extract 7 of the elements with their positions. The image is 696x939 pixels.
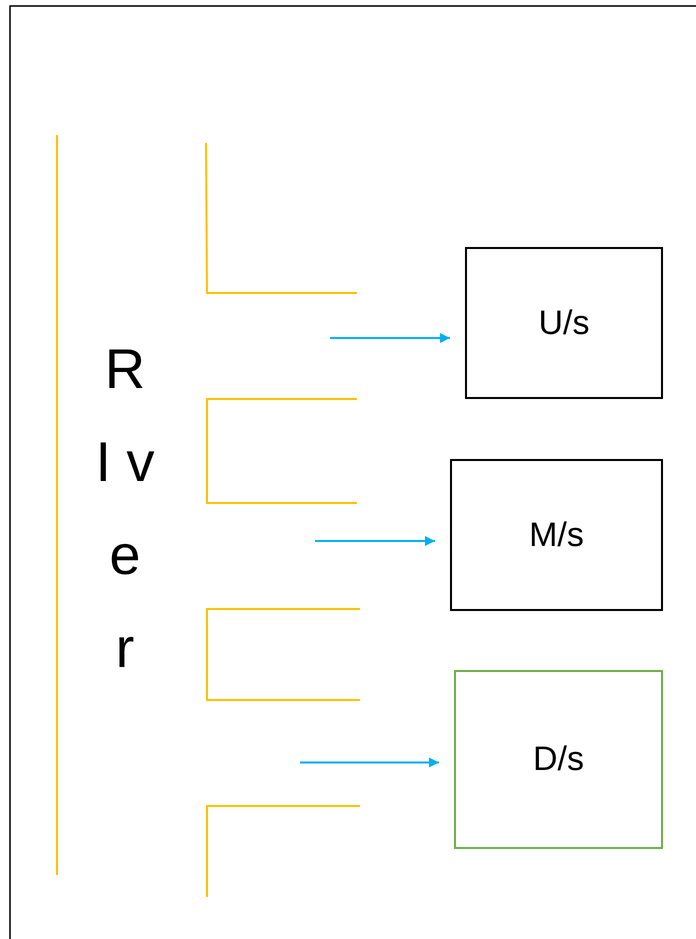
arrow <box>315 536 435 546</box>
stage-box: D/s <box>454 670 663 849</box>
arrow <box>330 333 450 343</box>
arrow <box>300 758 439 768</box>
stage-box: M/s <box>450 459 663 611</box>
river-label: R I v e r <box>95 336 155 681</box>
stage-box: U/s <box>465 247 663 399</box>
